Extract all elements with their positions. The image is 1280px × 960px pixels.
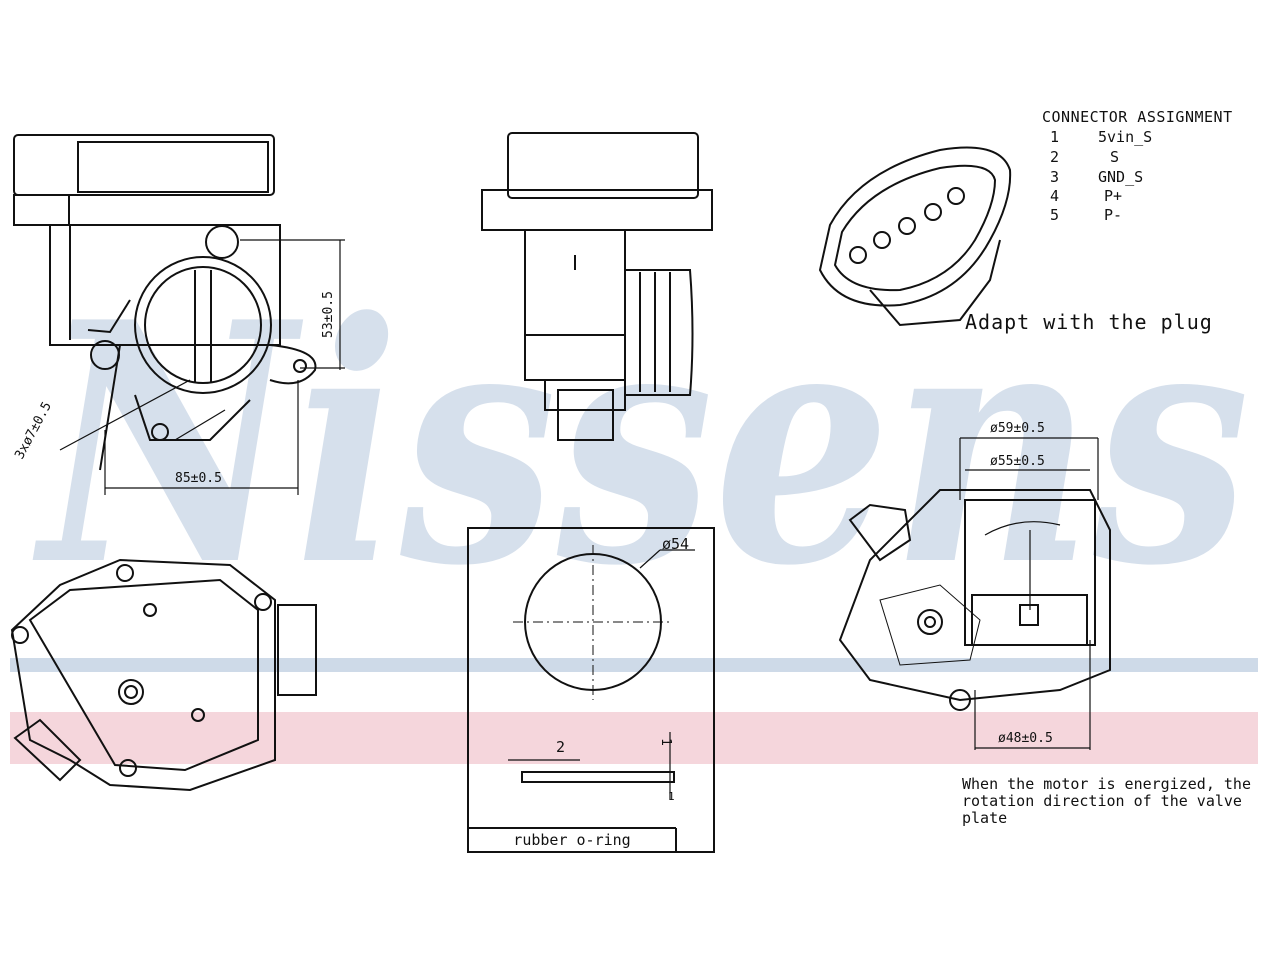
pin-signal: 5vin_S bbox=[1098, 128, 1153, 146]
pin-number: 4 bbox=[1050, 187, 1060, 205]
pin-number: 1 bbox=[1050, 128, 1060, 146]
side-view-drawing bbox=[481, 132, 713, 441]
dim-thickness-1-b: 1 bbox=[668, 790, 675, 803]
dim-dia-54: ø54 bbox=[662, 535, 689, 553]
dim-width-85: 85±0.5 bbox=[175, 471, 222, 486]
dim-height-53: 53±0.5 bbox=[321, 291, 336, 338]
watermark-band-blue bbox=[10, 658, 1258, 672]
connector-title: CONNECTOR ASSIGNMENT bbox=[1042, 108, 1233, 126]
top-view-drawing bbox=[10, 558, 317, 792]
dim-dia-59: ø59±0.5 bbox=[990, 421, 1045, 436]
connector-pin-row: 3 GND_S bbox=[1050, 168, 1143, 186]
oring-frame bbox=[467, 527, 715, 853]
pin-signal: P+ bbox=[1104, 187, 1123, 205]
oring-label: rubber o-ring bbox=[513, 831, 631, 849]
watermark-band-pink bbox=[10, 712, 1258, 764]
pin-number: 5 bbox=[1050, 206, 1060, 224]
pin-signal: P- bbox=[1104, 206, 1123, 224]
dim-dia-55: ø55±0.5 bbox=[990, 454, 1045, 469]
front-view-dimensions bbox=[59, 239, 345, 495]
connector-pin-row: 4 P+ bbox=[1050, 187, 1122, 205]
dim-thickness-2: 2 bbox=[556, 738, 565, 756]
pin-signal: S bbox=[1110, 148, 1120, 166]
front-view-drawing bbox=[13, 134, 317, 471]
pin-number: 3 bbox=[1050, 168, 1060, 186]
pin-signal: GND_S bbox=[1098, 168, 1144, 186]
connector-plug-drawing bbox=[818, 146, 1012, 327]
plug-note: Adapt with the plug bbox=[965, 310, 1213, 334]
dim-thickness-1: 1 bbox=[658, 738, 673, 746]
motor-note: When the motor is energized, the rotatio… bbox=[962, 775, 1251, 827]
connector-pin-row: 1 5vin_S bbox=[1050, 128, 1152, 146]
connector-pin-row: 5 P- bbox=[1050, 206, 1122, 224]
dim-dia-48: ø48±0.5 bbox=[998, 731, 1053, 746]
rotation-view-drawing bbox=[838, 489, 1111, 711]
pin-number: 2 bbox=[1050, 148, 1060, 166]
oring-detail bbox=[467, 527, 715, 853]
rotation-view-dimensions bbox=[959, 437, 1099, 750]
